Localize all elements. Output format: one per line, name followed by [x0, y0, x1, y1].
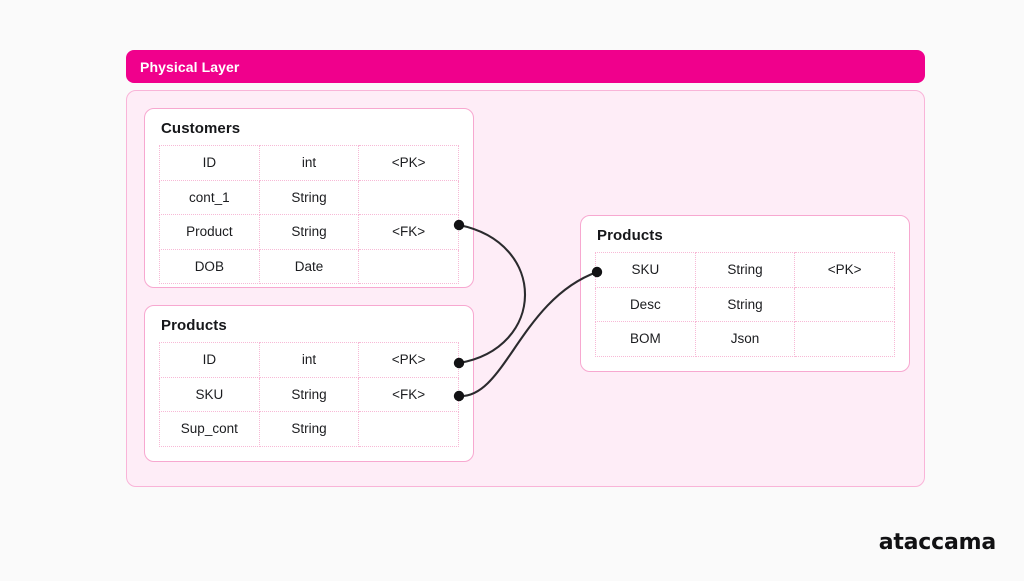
- column-name: Product: [159, 214, 260, 250]
- column-key: [358, 179, 459, 215]
- table-row[interactable]: Sup_cont String: [159, 411, 459, 447]
- entity-title: Products: [597, 227, 663, 244]
- column-type: String: [258, 411, 360, 447]
- column-key: [794, 286, 895, 322]
- table-row[interactable]: SKU String <FK>: [159, 376, 459, 412]
- entity-title: Products: [161, 317, 227, 334]
- entity-columns-table: ID int <PK> SKU String <FK> Sup_cont Str…: [159, 342, 459, 447]
- entity-card-products-left[interactable]: Products ID int <PK> SKU String <FK> Sup…: [144, 305, 474, 462]
- physical-layer-title: Physical Layer: [140, 58, 240, 75]
- column-type: String: [694, 286, 796, 322]
- physical-layer-header: Physical Layer: [126, 50, 925, 83]
- table-row[interactable]: Desc String: [595, 286, 895, 322]
- table-row[interactable]: cont_1 String: [159, 179, 459, 215]
- entity-card-products-right[interactable]: Products SKU String <PK> Desc String BOM…: [580, 215, 910, 372]
- column-name: SKU: [159, 376, 260, 412]
- column-name: SKU: [595, 252, 696, 288]
- column-name: ID: [159, 145, 260, 181]
- column-name: Sup_cont: [159, 411, 260, 447]
- column-name: cont_1: [159, 179, 260, 215]
- entity-card-customers[interactable]: Customers ID int <PK> cont_1 String Prod…: [144, 108, 474, 288]
- entity-columns-table: ID int <PK> cont_1 String Product String…: [159, 145, 459, 284]
- column-type: int: [258, 145, 360, 181]
- entity-columns-table: SKU String <PK> Desc String BOM Json: [595, 252, 895, 357]
- column-key: <PK>: [794, 252, 895, 288]
- table-row[interactable]: BOM Json: [595, 321, 895, 357]
- column-name: DOB: [159, 248, 260, 284]
- column-key: <PK>: [358, 342, 459, 378]
- column-type: Json: [694, 321, 796, 357]
- column-key: [358, 248, 459, 284]
- column-key: [794, 321, 895, 357]
- column-type: Date: [258, 248, 360, 284]
- column-name: BOM: [595, 321, 696, 357]
- column-key: <PK>: [358, 145, 459, 181]
- column-type: String: [258, 179, 360, 215]
- column-key: <FK>: [358, 376, 459, 412]
- table-row[interactable]: Product String <FK>: [159, 214, 459, 250]
- table-row[interactable]: SKU String <PK>: [595, 252, 895, 288]
- column-key: [358, 411, 459, 447]
- column-type: String: [258, 376, 360, 412]
- column-type: String: [258, 214, 360, 250]
- table-row[interactable]: ID int <PK>: [159, 342, 459, 378]
- column-type: int: [258, 342, 360, 378]
- column-name: ID: [159, 342, 260, 378]
- entity-title: Customers: [161, 120, 241, 137]
- ataccama-logo: ataccama: [878, 530, 997, 555]
- column-name: Desc: [595, 286, 696, 322]
- table-row[interactable]: ID int <PK>: [159, 145, 459, 181]
- table-row[interactable]: DOB Date: [159, 248, 459, 284]
- column-type: String: [694, 252, 796, 288]
- column-key: <FK>: [358, 214, 459, 250]
